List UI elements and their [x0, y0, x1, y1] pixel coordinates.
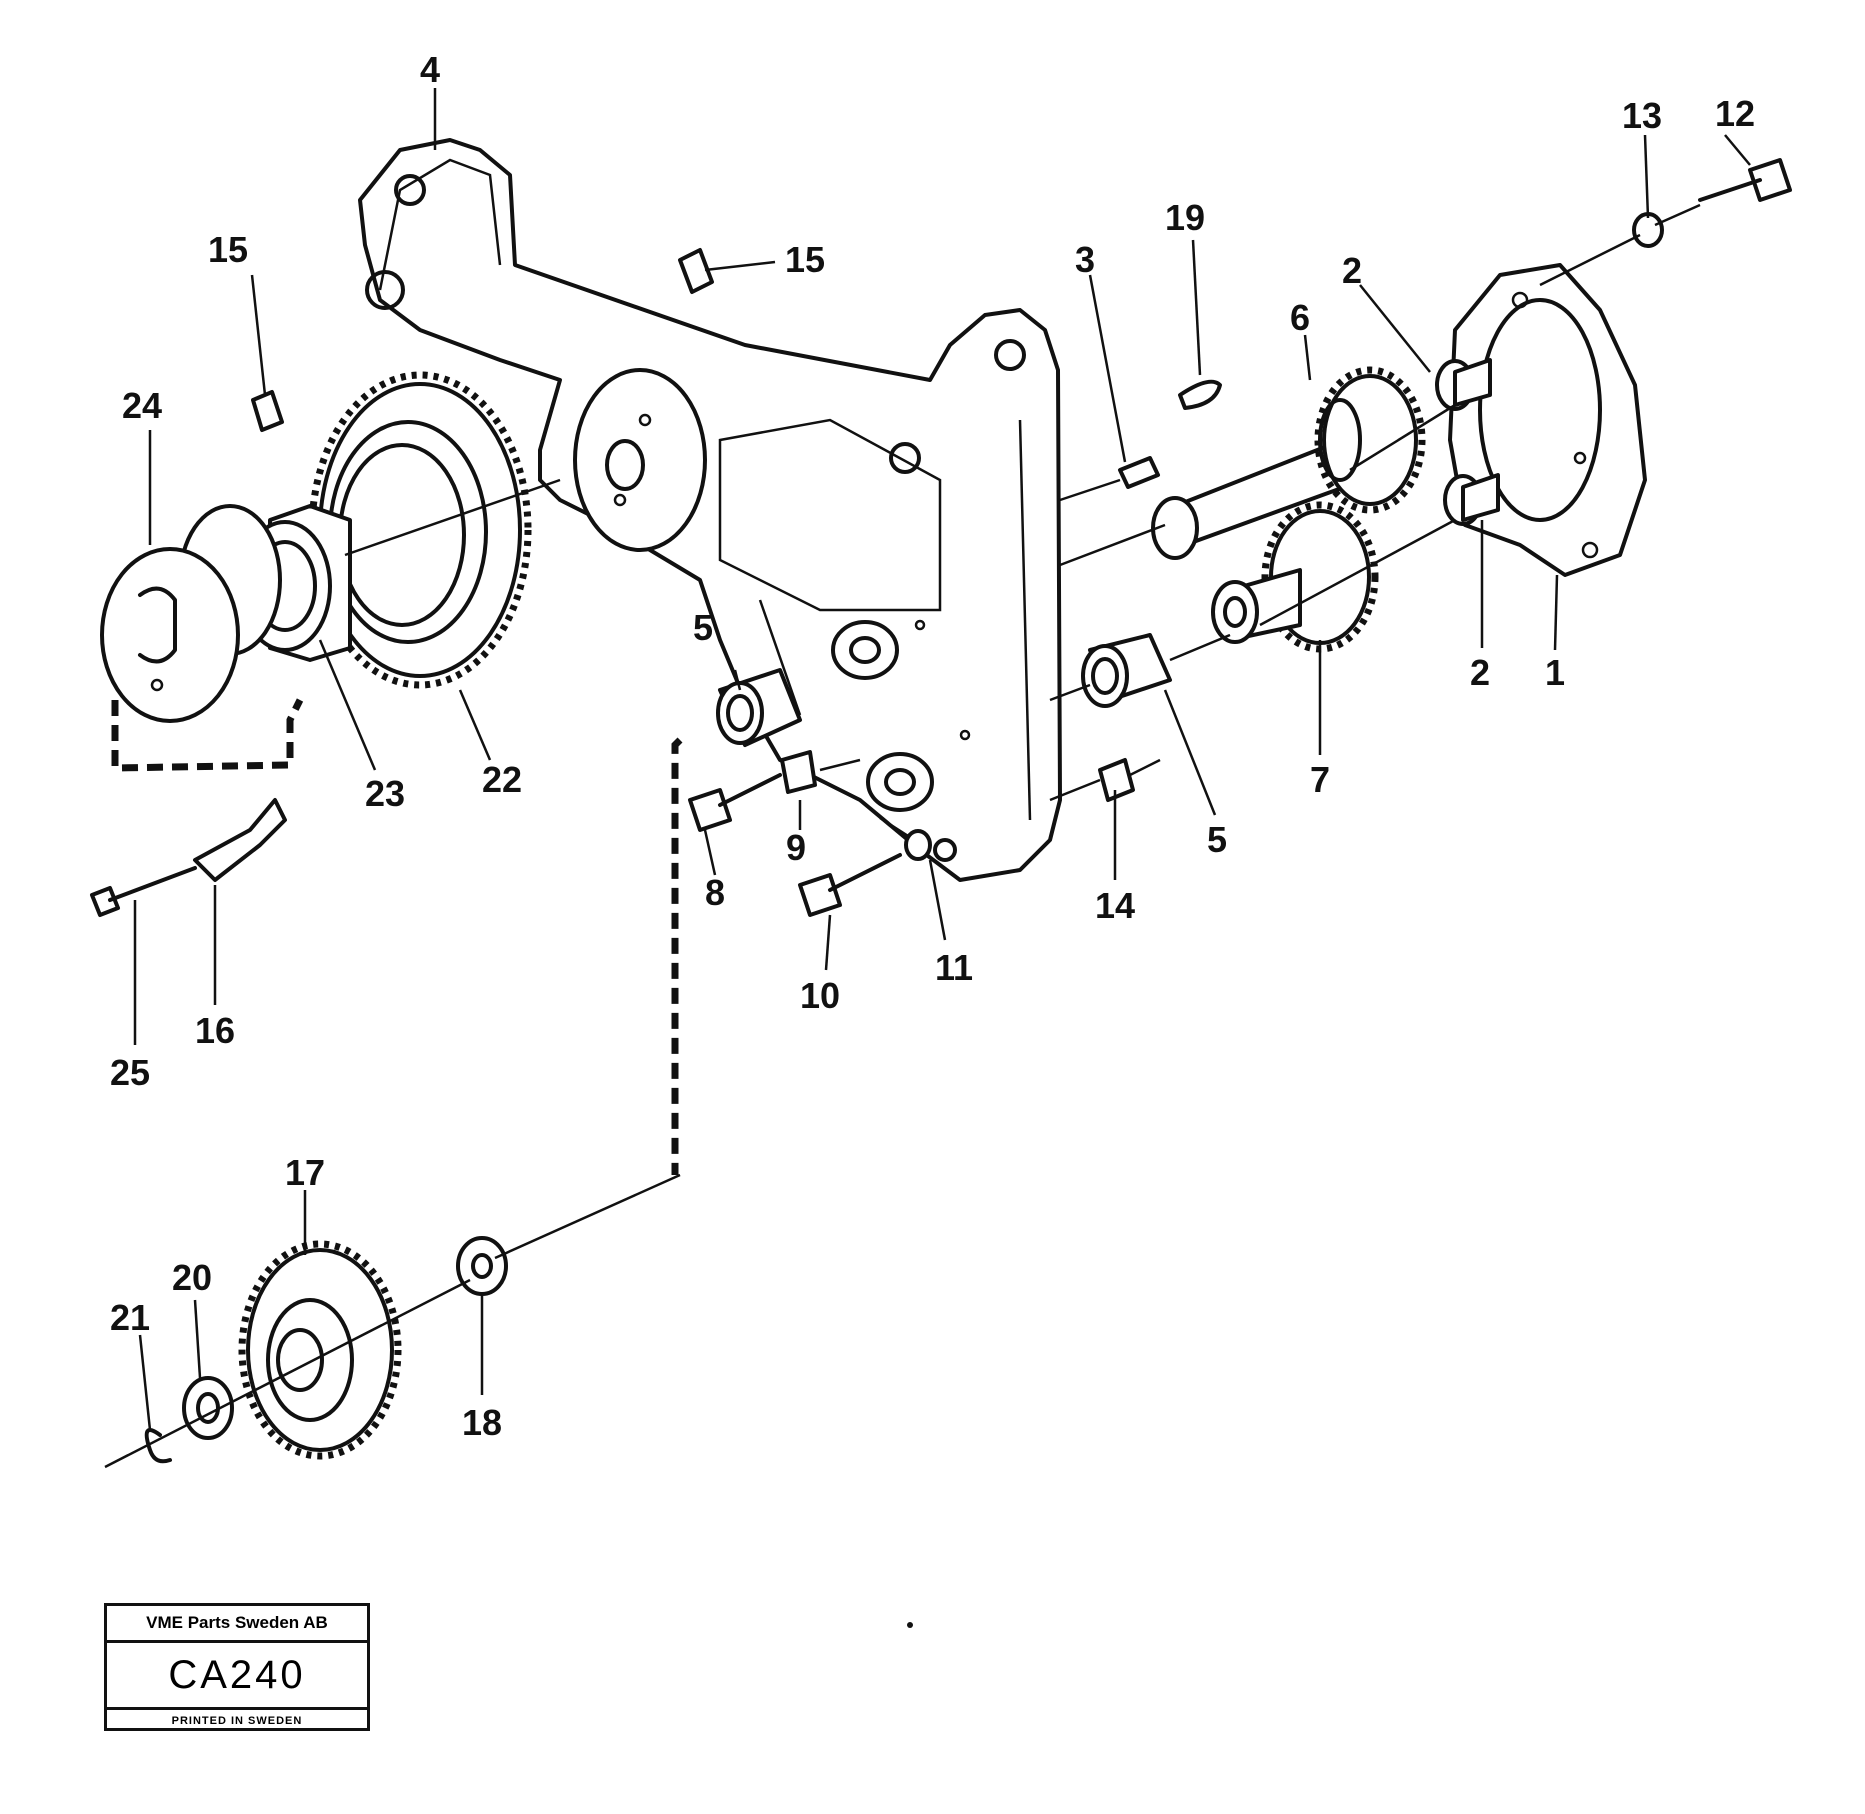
label-16: 16: [195, 1010, 235, 1051]
assembly-lines: [344, 203, 1701, 802]
title-block-code: CA240: [107, 1643, 367, 1710]
label-4: 4: [420, 49, 440, 90]
label-19: 19: [1165, 197, 1205, 238]
part-labels: 4 15 15 24 23 22 3 19 6 2 13 12 2 1 5 5 …: [110, 49, 1755, 1443]
label-13: 13: [1622, 95, 1662, 136]
label-24: 24: [122, 385, 162, 426]
label-20: 20: [172, 1257, 212, 1298]
pin-3: [1118, 456, 1160, 489]
bracket-housing: [358, 138, 1062, 882]
washer-13: [1632, 212, 1664, 248]
pin-14: [1098, 758, 1135, 802]
plug-15-top: [678, 248, 776, 294]
washer-9: [780, 750, 817, 794]
cover-plate-1: [1435, 263, 1647, 577]
label-3: 3: [1075, 239, 1095, 280]
bolt-8: [688, 773, 782, 832]
bushing-5-right: [1081, 633, 1172, 708]
label-14: 14: [1095, 885, 1135, 926]
washer-11: [904, 829, 932, 861]
gear-shaft-6: [1151, 366, 1426, 560]
label-12: 12: [1715, 93, 1755, 134]
dashed-connectors: [111, 698, 683, 1175]
plug-15-left: [251, 390, 284, 432]
title-block: VME Parts Sweden AB CA240 PRINTED IN SWE…: [104, 1603, 370, 1731]
label-21: 21: [110, 1297, 150, 1338]
label-7: 7: [1310, 759, 1330, 800]
label-6: 6: [1290, 297, 1310, 338]
label-9: 9: [786, 827, 806, 868]
label-11: 11: [935, 947, 973, 988]
lock-plate-16: [193, 798, 287, 882]
title-block-printed: PRINTED IN SWEDEN: [171, 1715, 303, 1727]
label-15: 15: [785, 239, 825, 280]
label-2: 2: [1342, 250, 1362, 291]
label-5: 5: [1207, 819, 1227, 860]
small-gear-17: [104, 1173, 681, 1469]
bolt-12: [1698, 158, 1792, 202]
label-18: 18: [462, 1402, 502, 1443]
label-1: 1: [1545, 652, 1565, 693]
title-block-company: VME Parts Sweden AB: [107, 1606, 367, 1643]
bolt-25: [90, 866, 197, 917]
key-19: [1178, 379, 1222, 410]
label-5: 5: [693, 607, 713, 648]
leader-lines: [133, 88, 1751, 1431]
label-25: 25: [110, 1052, 150, 1093]
bolt-10: [798, 853, 902, 917]
label-10: 10: [800, 975, 840, 1016]
label-2: 2: [1470, 652, 1490, 693]
label-17: 17: [285, 1152, 325, 1193]
label-22: 22: [482, 759, 522, 800]
label-15: 15: [208, 229, 248, 270]
hub-24: [100, 504, 282, 723]
label-8: 8: [705, 872, 725, 913]
label-23: 23: [365, 773, 405, 814]
print-speck: [907, 1622, 913, 1628]
